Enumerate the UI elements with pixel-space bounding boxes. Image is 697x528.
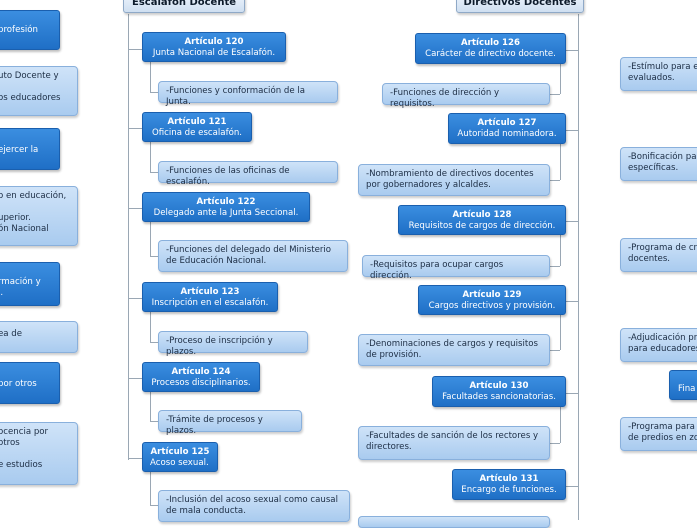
right-node-2[interactable]: -Bonificación par específicas. (620, 147, 697, 181)
left-node-2[interactable]: uto Docente y os educadores (0, 66, 78, 116)
right-node-1[interactable]: -Estímulo para e evaluados. (620, 57, 697, 91)
left-node-7[interactable]: por otros (0, 362, 60, 404)
article-120-detail[interactable]: -Funciones y conformación de la Junta. (158, 81, 338, 107)
left-node-1[interactable]: profesión (0, 10, 60, 50)
article-124-detail[interactable]: -Trámite de procesos y plazos. (158, 410, 302, 436)
right-node-3[interactable]: -Programa de cr docentes. (620, 238, 697, 272)
article-126-detail[interactable]: -Funciones de dirección y requisitos. (382, 83, 550, 109)
article-124-node[interactable]: Artículo 124 Procesos disciplinarios. (142, 362, 260, 392)
article-123-detail[interactable]: -Proceso de inscripción y plazos. (158, 331, 308, 357)
article-122-detail[interactable]: -Funciones del delegado del Ministerio d… (158, 240, 348, 272)
article-125-detail[interactable]: -Inclusión del acoso sexual como causal … (158, 490, 350, 522)
directivos-header[interactable]: Directivos Docentes (456, 0, 584, 13)
left-node-8[interactable]: ocencia por otros e estudios (0, 422, 78, 485)
article-128-node[interactable]: Artículo 128 Requisitos de cargos de dir… (398, 205, 566, 235)
article-125-node[interactable]: Artículo 125 Acoso sexual. (142, 442, 218, 472)
article-121-detail[interactable]: -Funciones de las oficinas de escalafón. (158, 161, 338, 187)
partial-detail-bottom[interactable] (358, 516, 550, 528)
article-123-node[interactable]: Artículo 123 Inscripción en el escalafón… (142, 282, 278, 312)
article-120-node[interactable]: Artículo 120 Junta Nacional de Escalafón… (142, 32, 286, 62)
escalafon-header[interactable]: Escalafon Docente (123, 0, 245, 13)
left-node-5[interactable]: rmación y l. (0, 262, 60, 306)
article-121-node[interactable]: Artículo 121 Oficina de escalafón. (142, 112, 252, 142)
right-node-6[interactable]: -Programa para de predios en zo (620, 417, 697, 451)
article-130-detail[interactable]: -Facultades de sanción de los rectores y… (358, 426, 550, 460)
article-127-detail[interactable]: -Nombramiento de directivos docentes por… (358, 164, 550, 196)
left-node-6[interactable]: ea de (0, 321, 78, 353)
article-129-detail[interactable]: -Denominaciones de cargos y requisitos d… (358, 334, 550, 366)
article-131-node[interactable]: Artículo 131 Encargo de funciones. (452, 469, 566, 500)
left-node-4[interactable]: o en educación, uperior. ón Nacional (0, 186, 78, 246)
article-126-node[interactable]: Artículo 126 Carácter de directivo docen… (415, 33, 566, 64)
left-node-3[interactable]: ejercer la (0, 128, 60, 170)
article-130-node[interactable]: Artículo 130 Facultades sancionatorias. (432, 376, 566, 407)
article-127-node[interactable]: Artículo 127 Autoridad nominadora. (448, 113, 566, 144)
article-128-detail[interactable]: -Requisitos para ocupar cargos dirección… (362, 255, 550, 281)
article-129-node[interactable]: Artículo 129 Cargos directivos y provisi… (418, 285, 566, 315)
right-node-5[interactable]: Fina (669, 370, 697, 400)
article-122-node[interactable]: Artículo 122 Delegado ante la Junta Secc… (142, 192, 310, 222)
right-node-4[interactable]: -Adjudicación pr para educadores (620, 328, 697, 362)
